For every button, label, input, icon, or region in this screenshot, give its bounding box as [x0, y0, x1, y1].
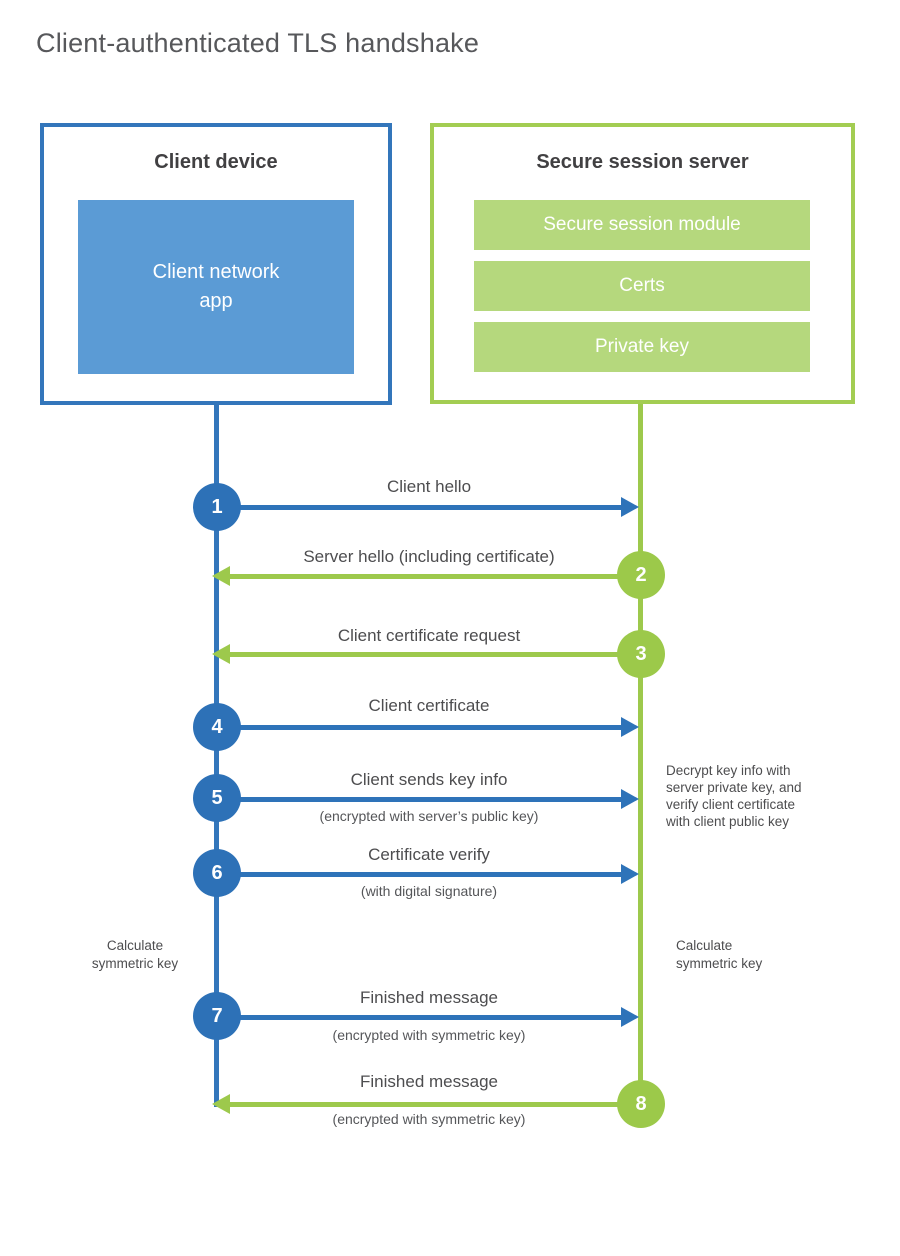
step-3-label: Client certificate request: [337, 626, 521, 645]
server-lifeline: [638, 404, 643, 1105]
step-7-label: Finished message: [360, 988, 498, 1007]
step-1-circle: 1: [193, 483, 241, 531]
step-3-circle: 3: [617, 630, 665, 678]
secure-session-server-title: Secure session server: [536, 151, 749, 173]
step-8-label: Finished message: [360, 1072, 498, 1091]
step-4-arrow-line: [219, 725, 623, 730]
step-4-label: Client certificate: [368, 696, 490, 715]
server-module-label: Certs: [619, 275, 665, 296]
step-7-arrow-line: [219, 1015, 623, 1020]
step-1-label: Client hello: [386, 477, 472, 496]
client-lifeline: [214, 405, 219, 1107]
server-module-private-key: Private key: [474, 322, 810, 372]
right-arrowhead-icon: [621, 864, 639, 884]
right-arrowhead-icon: [621, 789, 639, 809]
step-5-label: Client sends key info: [350, 770, 508, 789]
client-device-title: Client device: [154, 151, 278, 173]
step-8-sublabel: (encrypted with symmetric key): [332, 1111, 526, 1127]
server-module-secure-session: Secure session module: [474, 200, 810, 250]
server-module-label: Private key: [595, 336, 689, 357]
step-2-circle: 2: [617, 551, 665, 599]
step-6-label: Certificate verify: [368, 845, 490, 864]
left-arrowhead-icon: [212, 1094, 230, 1114]
left-arrowhead-icon: [212, 566, 230, 586]
step-1-arrow-line: [219, 505, 623, 510]
step-4-circle: 4: [193, 703, 241, 751]
step-2-arrow-line: [230, 574, 641, 579]
step-5-sublabel: (encrypted with server’s public key): [319, 808, 539, 824]
step-3-arrow-line: [230, 652, 641, 657]
step-8-circle: 8: [617, 1080, 665, 1128]
step-8-arrow-line: [230, 1102, 641, 1107]
step-6-arrow-line: [219, 872, 623, 877]
step-6-circle: 6: [193, 849, 241, 897]
server-module-label: Secure session module: [543, 214, 741, 235]
step-5-arrow-line: [219, 797, 623, 802]
page-title: Client-authenticated TLS handshake: [36, 28, 480, 58]
step-2-label: Server hello (including certificate): [303, 547, 555, 566]
right-arrowhead-icon: [621, 497, 639, 517]
left-arrowhead-icon: [212, 644, 230, 664]
step-6-sublabel: (with digital signature): [360, 883, 498, 899]
step-7-sublabel: (encrypted with symmetric key): [332, 1027, 526, 1043]
step-7-circle: 7: [193, 992, 241, 1040]
right-arrowhead-icon: [621, 1007, 639, 1027]
server-module-certs: Certs: [474, 261, 810, 311]
step-5-circle: 5: [193, 774, 241, 822]
right-arrowhead-icon: [621, 717, 639, 737]
